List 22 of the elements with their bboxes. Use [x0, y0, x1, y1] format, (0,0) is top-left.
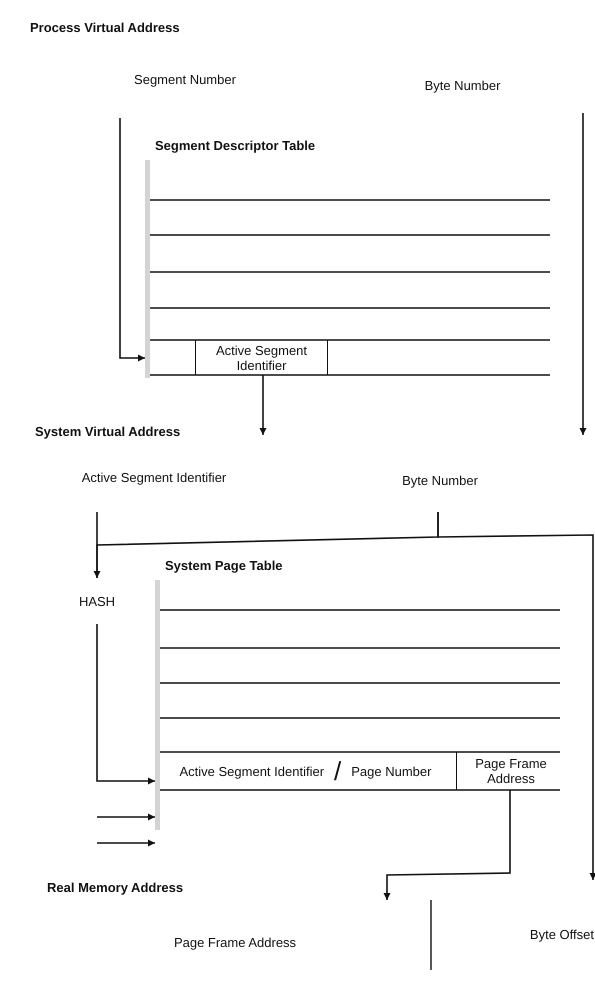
- address-field: Byte Number: [335, 68, 590, 113]
- arrow: [119, 118, 145, 362]
- table-cell: Page Frame Address: [457, 752, 565, 790]
- address-field: Page Frame Address: [40, 900, 430, 975]
- arrow: [384, 790, 511, 900]
- table-title: Segment Descriptor Table: [155, 138, 316, 153]
- arrow: [96, 624, 155, 784]
- arrow: [260, 375, 266, 435]
- address-field: Byte Number: [290, 435, 590, 512]
- cell-text: Page Number: [351, 764, 432, 778]
- arrow: [97, 840, 155, 846]
- section-heading: System Virtual Address: [35, 424, 180, 439]
- section-heading: Process Virtual Address: [30, 20, 180, 35]
- address-field: Segment Number: [40, 68, 330, 118]
- separator-slash: /: [334, 764, 342, 778]
- cell-text: Active Segment Identifier: [180, 764, 324, 778]
- arrow: [437, 512, 595, 880]
- table-title: System Page Table: [165, 558, 283, 573]
- section-heading: Real Memory Address: [47, 880, 184, 895]
- table-cell: Active Segment Identifier: [195, 340, 328, 375]
- arrow: [97, 814, 155, 820]
- address-field: Byte Offset: [432, 880, 594, 970]
